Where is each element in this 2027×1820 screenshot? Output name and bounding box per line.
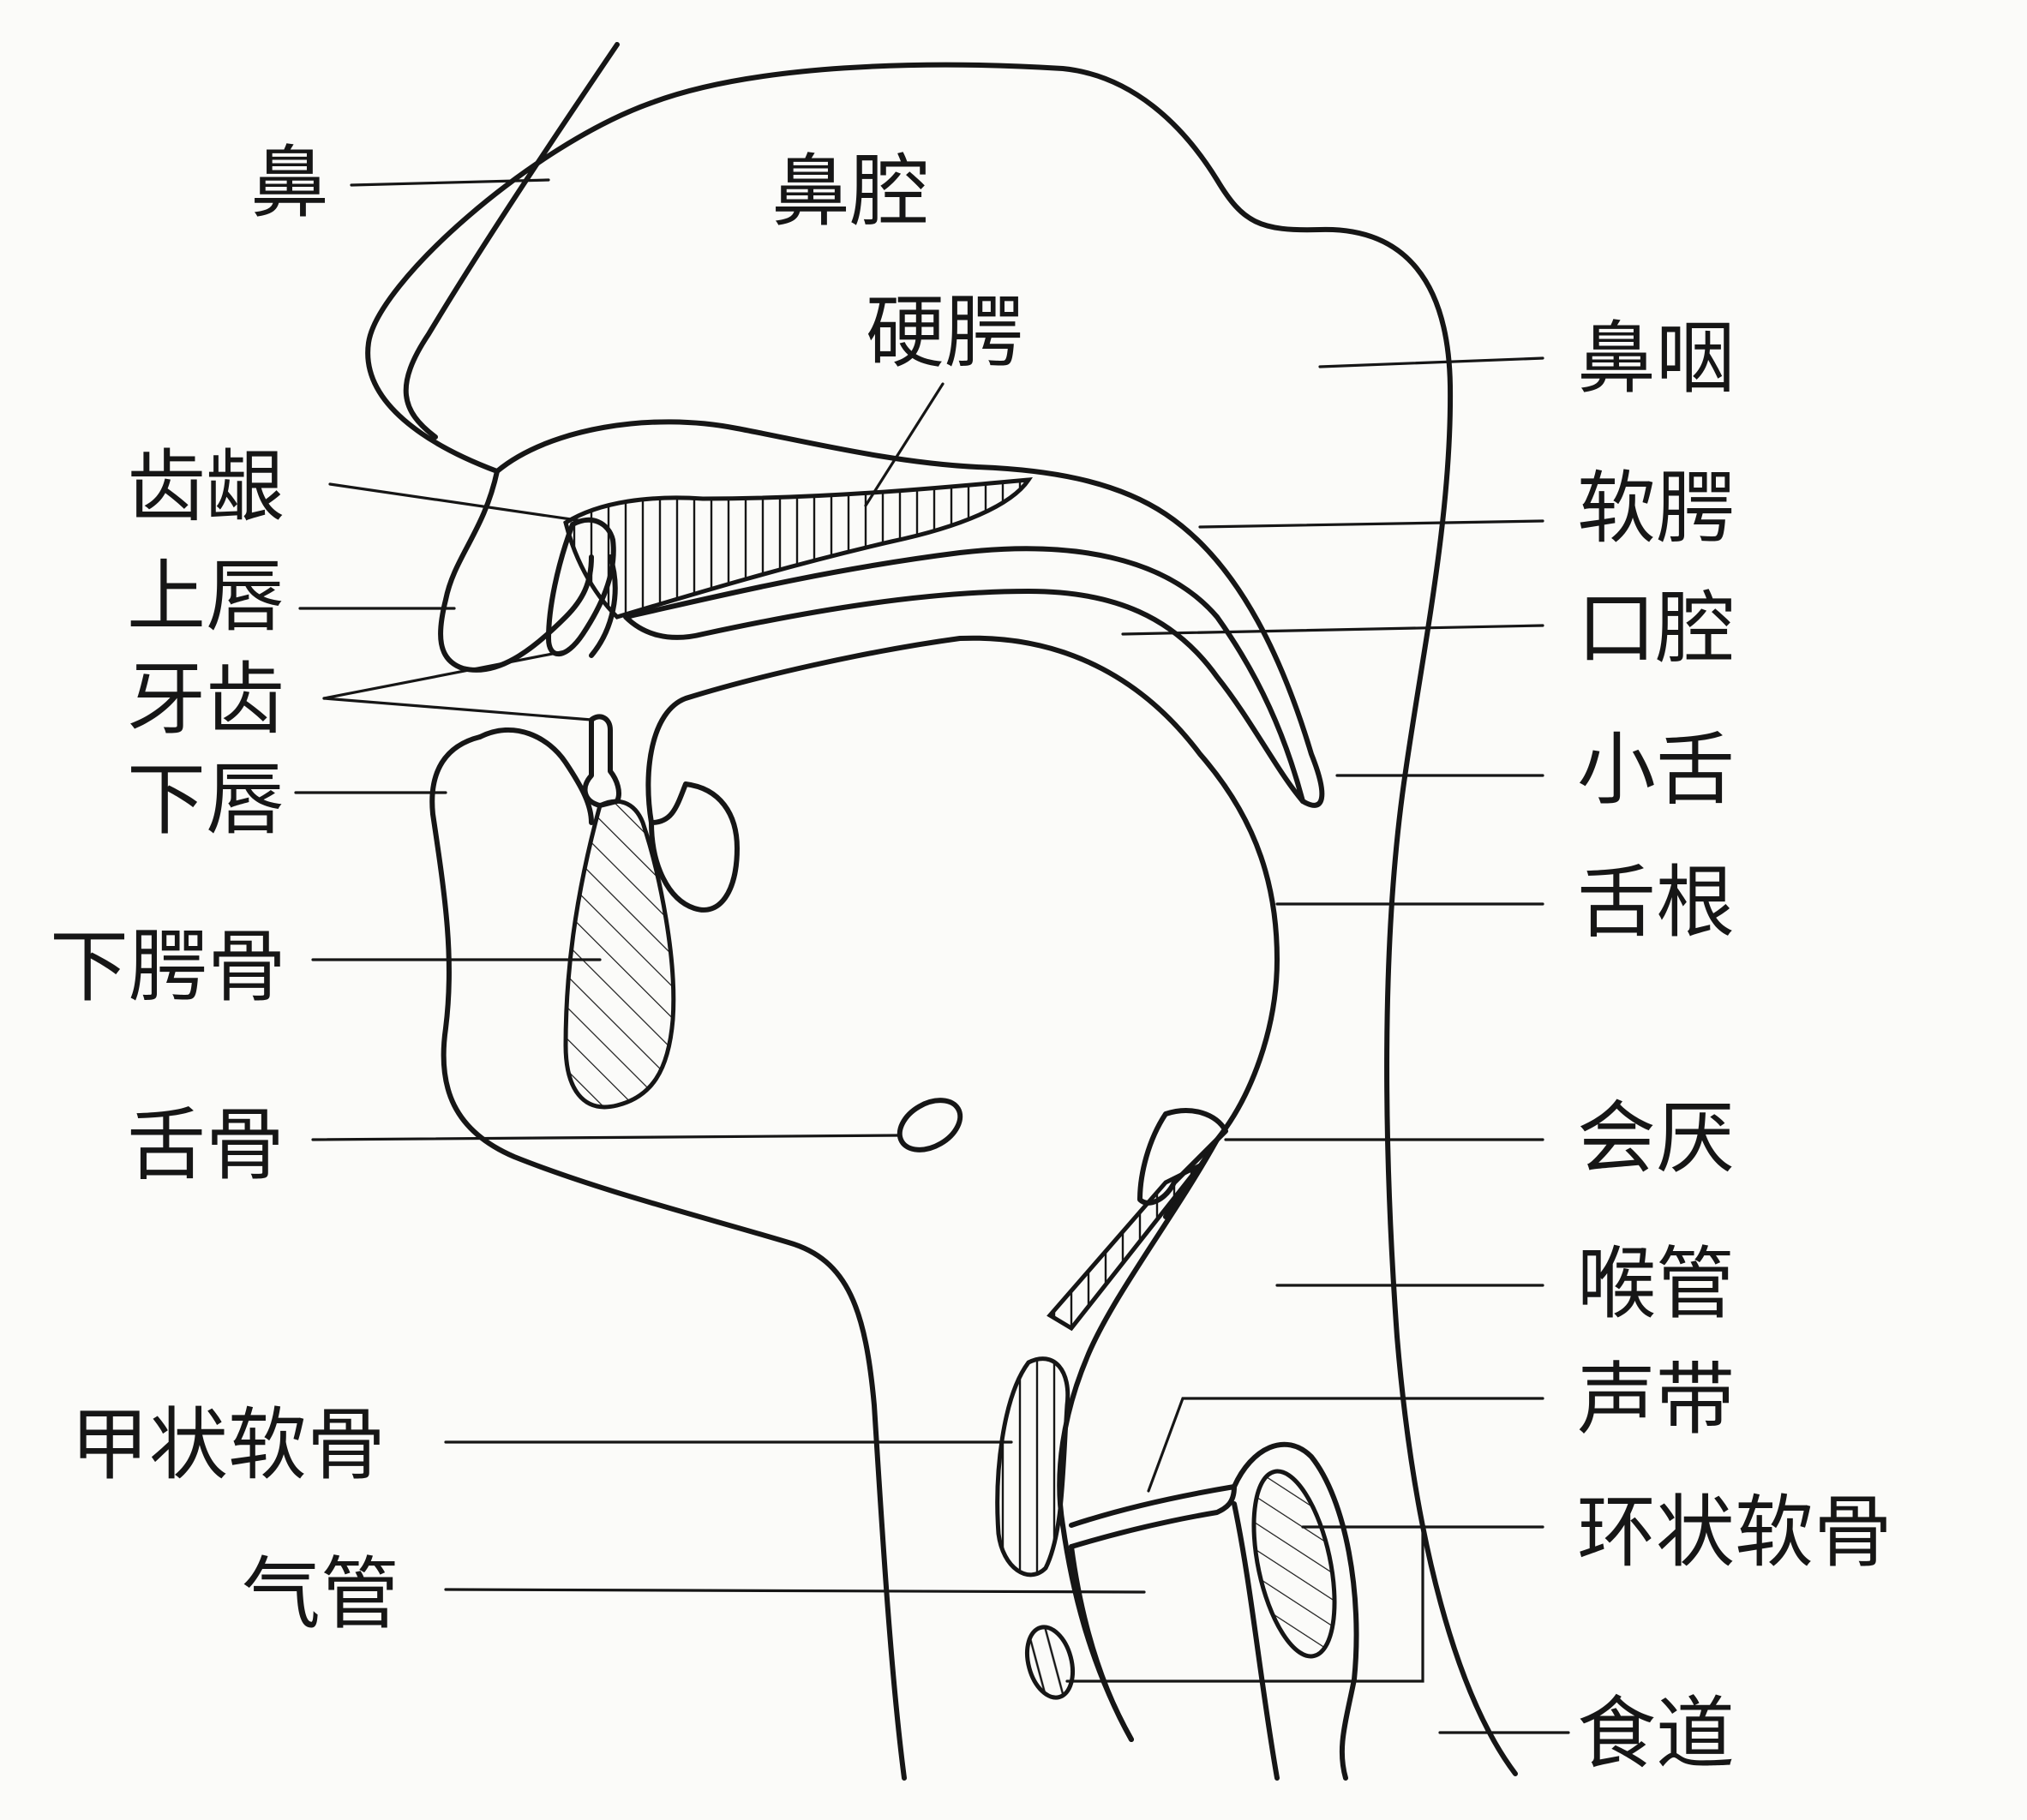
label-epiglottis: 会厌 (1577, 1093, 1735, 1184)
chin-outline (429, 734, 907, 1781)
esophagus-line (1232, 1501, 1280, 1781)
label-uvula: 小舌 (1577, 724, 1735, 816)
upper-incisor-shape (546, 517, 616, 657)
palate-roof-line (495, 419, 1325, 808)
label-nasopharynx: 鼻咽 (1577, 313, 1735, 404)
cricoid-cartilage-outer (1232, 1441, 1359, 1781)
label-trachea: 气管 (242, 1548, 399, 1640)
leader-vocal-cords (1147, 1397, 1544, 1493)
leader-cricoid (1065, 1525, 1544, 1683)
label-larynx: 喉管 (1577, 1238, 1735, 1330)
label-oral-cavity: 口腔 (1577, 583, 1735, 674)
lower-incisor-shape (582, 714, 621, 808)
tongue-outline (645, 635, 1280, 1219)
leader-soft-palate (1198, 519, 1544, 529)
leader-teeth-lower (322, 697, 593, 721)
label-gum: 齿龈 (127, 441, 285, 533)
upper-lip-outline (438, 469, 594, 673)
leader-gum (328, 482, 585, 523)
leader-oral-cavity (1121, 624, 1544, 636)
leader-teeth-upper (322, 650, 567, 700)
leader-nasopharynx (1318, 356, 1544, 368)
leader-trachea (444, 1588, 1146, 1594)
label-soft-palate: 软腭 (1577, 463, 1735, 554)
hard-palate-shape (563, 477, 1033, 620)
label-hyoid: 舌骨 (127, 1099, 285, 1191)
leader-hard-palate (864, 382, 945, 507)
lower-lip-outline (477, 727, 594, 825)
trachea-line (1069, 1544, 1134, 1742)
hyoid-shape (897, 1098, 963, 1152)
label-esophagus: 食道 (1577, 1688, 1735, 1780)
label-upper-lip: 上唇 (127, 551, 285, 643)
label-nose: 鼻 (250, 137, 329, 229)
leader-hyoid (311, 1134, 902, 1141)
label-nasal-cavity: 鼻腔 (771, 146, 929, 237)
thyroid-cartilage-shape (995, 1356, 1070, 1578)
upper-incisor-inner (589, 554, 618, 658)
tracheal-ring-shape (1025, 1625, 1075, 1700)
nose-bridge-line (403, 42, 620, 440)
label-vocal-cords: 声带 (1577, 1354, 1735, 1446)
label-tongue-root: 舌根 (1577, 857, 1735, 949)
mandible-shape (563, 799, 676, 1110)
leader-nose (350, 178, 550, 187)
soft-palate-outline (623, 546, 1305, 804)
label-cricoid-cartilage: 环状软骨 (1577, 1487, 1892, 1578)
label-hard-palate: 硬腭 (866, 287, 1023, 379)
nasal-cavity-outline (365, 62, 1518, 1776)
label-teeth: 牙齿 (127, 654, 285, 745)
arytenoid-strip (1046, 1163, 1202, 1332)
label-lower-lip: 下唇 (127, 754, 285, 846)
label-thyroid-cartilage: 甲状软骨 (70, 1399, 386, 1491)
sublingual-fold (649, 781, 740, 913)
vocal-cord-band (1069, 1484, 1237, 1549)
label-mandible: 下腭骨 (50, 921, 286, 1013)
cricoid-cartilage-shape (1251, 1469, 1337, 1659)
